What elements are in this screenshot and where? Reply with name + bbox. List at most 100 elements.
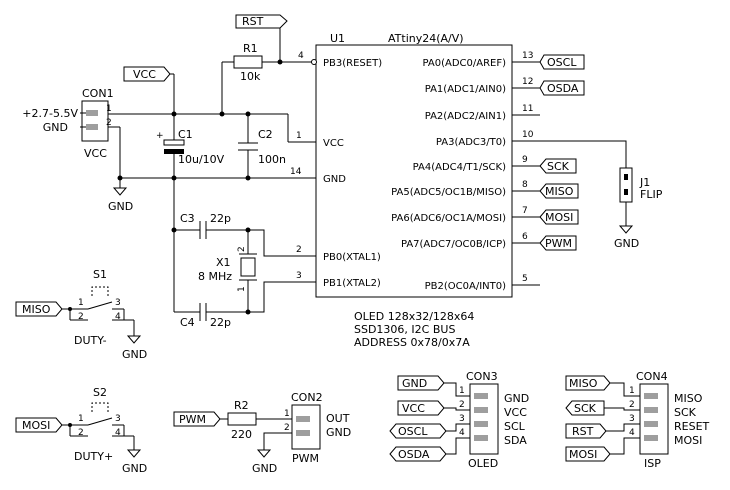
s2-pin3-num: 3 [115, 414, 121, 424]
j1-name: FLIP [640, 188, 663, 201]
u1-pin2-name: PB0(XTAL1) [323, 252, 381, 263]
u1-pin14-name: GND [323, 174, 346, 185]
net-label-oscl: OSCL [547, 56, 577, 69]
gnd-symbol [126, 335, 142, 344]
con3-pin4-num: 4 [459, 428, 465, 438]
s2-name: DUTY+ [74, 450, 113, 463]
u1-pin8-name: PA5(ADC5/OC1B/MISO) [391, 187, 506, 198]
reset-inversion-bubble [311, 59, 317, 65]
con1-ref: CON1 [82, 87, 114, 100]
con2-pin1-num: 1 [284, 409, 290, 419]
con2-pin1-label: OUT [326, 412, 350, 425]
u1-pin9-num: 9 [522, 155, 528, 165]
con2-pin2-label: GND [326, 426, 351, 439]
s1-name: DUTY- [74, 334, 107, 347]
c1-plate-negative [164, 149, 184, 154]
c1-plus-sign: + [156, 131, 164, 141]
u1-pin10-num: 10 [522, 130, 534, 140]
c2-ref: C2 [258, 128, 273, 141]
net-label-vcc: VCC [133, 68, 156, 81]
net-flag-osda [539, 80, 585, 96]
con2-body [291, 404, 321, 450]
s1-pin2-num: 2 [78, 312, 84, 322]
net-flag-miso [539, 183, 579, 199]
con3-body [469, 383, 499, 455]
power-rails: VCC [108, 66, 289, 233]
con3-net-osda: OSDA [398, 448, 430, 461]
net-flag-vcc [397, 400, 445, 416]
c1-ref: C1 [178, 128, 193, 141]
u1-pin12-num: 12 [522, 77, 533, 87]
net-label-rst: RST [242, 15, 264, 28]
net-flag-oscl [539, 54, 585, 70]
r2-value: 220 [231, 428, 252, 441]
net-label-mosi: MOSI [22, 419, 50, 432]
crystal-oscillator-network: C3 22p C4 22p X1 8 MHz 2 1 [173, 178, 288, 329]
net-flag-gnd [397, 375, 445, 391]
note-line-2: SSD1306, I2C BUS [354, 323, 455, 336]
gnd-symbol [256, 449, 272, 458]
u1-pin4-num: 4 [298, 51, 304, 61]
con1-pin1-num: 1 [106, 104, 112, 114]
u1-pin10-name: PA3(ADC3/T0) [436, 137, 506, 148]
s1-pin1-num: 1 [78, 298, 84, 308]
con3-net-oscl: OSCL [398, 425, 428, 438]
pwm-output: PWM R2 220 CON2 1 2 OUT GND PWM GND [173, 391, 351, 475]
u1-pin14-num: 14 [290, 167, 302, 177]
u1-pin5-name: PB2(OC0A/INT0) [425, 281, 506, 292]
con1-gnd-label: GND [43, 121, 68, 134]
net-flag-mosi [15, 417, 63, 433]
u1-pin13-num: 13 [522, 51, 533, 61]
c1-plate-positive [163, 139, 185, 146]
gnd-symbol [618, 225, 634, 234]
con3-ref: CON3 [466, 370, 498, 383]
u1-pin4-name: PB3(RESET) [323, 58, 382, 69]
net-flag-miso [15, 301, 63, 317]
u1-pin6-name: PA7(ADC7/OC0B/ICP) [401, 239, 506, 250]
s2-pin2-num: 2 [78, 428, 84, 438]
con4-pin1-label: MISO [674, 392, 703, 405]
u1-pin1-name: VCC [323, 138, 344, 149]
con4-net-mosi: MOSI [569, 448, 597, 461]
con2-name: PWM [292, 452, 319, 465]
u1-pin7-name: PA6(ADC6/OC1A/MOSI) [391, 213, 506, 224]
c4-value: 22p [210, 316, 231, 329]
s2-actuator [87, 417, 113, 426]
net-label-mosi: MOSI [545, 211, 573, 224]
gnd-label: GND [614, 237, 639, 250]
j1-ref: J1 [639, 176, 650, 189]
j1-flip-jumper: J1 FLIP GND [540, 140, 663, 250]
u1-pin12-name: PA1(ADC1/AIN0) [425, 84, 506, 95]
x1-body [240, 257, 256, 277]
u1-pin1-num: 1 [296, 131, 302, 141]
con4-isp-connector: CON4 1 2 3 4 MISO SCK RESET MOSI ISP MIS… [565, 370, 710, 470]
u1-ref: U1 [330, 32, 345, 45]
u1-pin3-name: PB1(XTAL2) [323, 278, 381, 289]
u1-pin8-num: 8 [522, 180, 528, 190]
net-flag-rst [235, 14, 288, 29]
r2-ref: R2 [234, 399, 249, 412]
c4-ref: C4 [180, 316, 195, 329]
con1-name: VCC [84, 147, 107, 160]
con3-pin1-label: GND [504, 392, 529, 405]
c2-value: 100n [258, 153, 286, 166]
c2-capacitor: C2 100n [238, 114, 286, 178]
s2-pin4-num: 4 [115, 428, 121, 438]
j1-pin-2 [624, 189, 628, 195]
gnd-symbol [112, 187, 128, 196]
u1-pin9-name: PA4(ADC4/T1/SCK) [413, 162, 506, 173]
con4-pin2-num: 2 [629, 400, 635, 410]
gnd-label: GND [252, 462, 277, 475]
con2-pin2-num: 2 [284, 423, 290, 433]
s1-ref: S1 [93, 268, 107, 281]
c3-value: 22p [210, 212, 231, 225]
u1-pin11-num: 11 [522, 104, 533, 114]
con3-pin3-label: SCL [504, 420, 526, 433]
con1-pin-2 [86, 124, 98, 130]
s1-pin3-num: 3 [115, 298, 121, 308]
net-label-pwm: PWM [545, 237, 572, 250]
u1-pin7-num: 7 [522, 206, 528, 216]
con3-pin1-num: 1 [459, 386, 465, 396]
note-line-1: OLED 128x32/128x64 [354, 310, 474, 323]
s2-duty-plus-switch: S2 MOSI 1 2 3 4 GND DUTY+ [15, 386, 147, 475]
